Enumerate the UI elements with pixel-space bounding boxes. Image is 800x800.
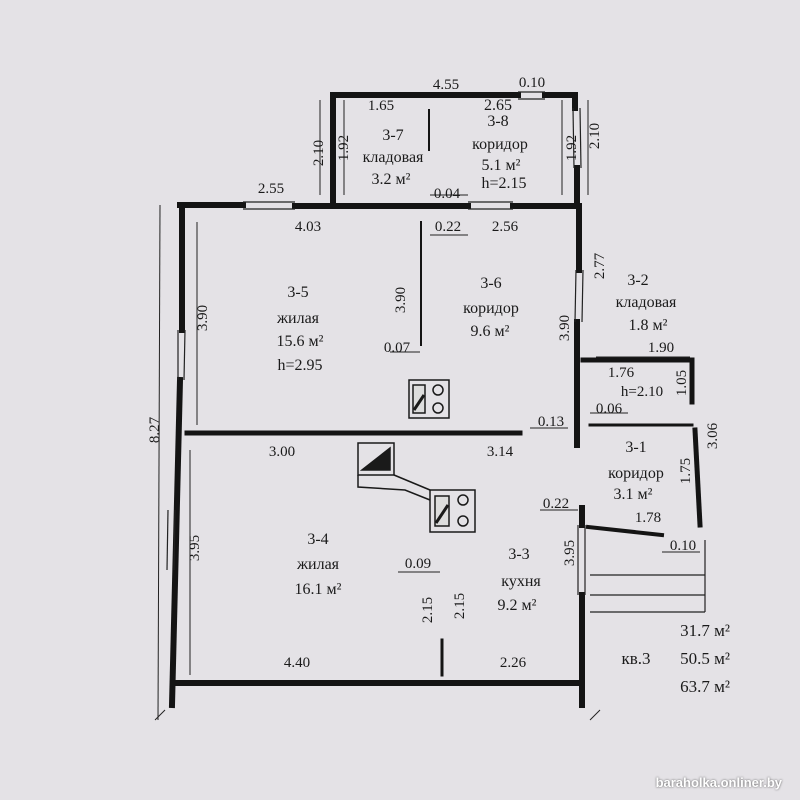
wall-31-bottom [585,524,665,538]
walls [168,92,703,709]
room-label-3-4: 3-4 [307,531,328,548]
dimension-label: 0.22 [435,219,461,235]
dimension-label: 1.05 [674,370,690,396]
room-label-3-7: 3-7 [382,127,403,144]
dimension-label: 3.90 [195,305,211,331]
area-total-living: 31.7 м² [680,621,730,640]
dimension-labels: 4.55 0.10 1.65 2.10 1.92 1.92 2.10 2.55 0.04 4.03… [147,75,721,671]
room-label-3-3: 3-3 [508,546,529,563]
dimension-label: 3.90 [393,287,409,313]
dimension-label: 2.77 [592,252,608,279]
dimension-label: 0.10 [519,75,545,91]
room-label-3-8: коридор [472,136,528,153]
dimension-label: 2.10 [587,123,603,149]
dimension-label: 0.09 [405,556,431,572]
room-label-3-8: 2.65 [484,97,512,114]
dimension-label: 8.27 [147,416,163,443]
dimension-label: 1.78 [635,510,661,526]
dimension-label: 2.56 [492,219,519,235]
dimension-label: 4.40 [284,655,310,671]
room-label-3-5: 3-5 [287,284,308,301]
dimension-label: 3.14 [487,444,514,460]
dimension-label: 2.26 [500,655,527,671]
dimension-label: 3.00 [269,444,295,460]
dimension-label: 1.76 [608,365,635,381]
room-label-3-1: коридор [608,465,664,482]
dimension-label: 3.95 [562,540,578,566]
dimension-label: 2.15 [420,597,436,623]
dimension-label: 0.13 [538,414,564,430]
room-label-3-4: жилая [296,556,340,573]
dimension-label: 3.90 [557,315,573,341]
area-total-overall: 63.7 м² [680,677,730,696]
room-label-3-7: кладовая [363,149,424,166]
room-label-3-5: 15.6 м² [277,333,324,350]
room-label-3-4: 16.1 м² [295,581,342,598]
windows [166,91,586,595]
dimension-leaders [154,100,700,721]
area-total-useful: 50.5 м² [680,649,730,668]
room-label-3-6: 9.6 м² [471,323,510,340]
dimension-label: 1.75 [678,458,694,484]
dimension-label: 0.07 [384,340,411,356]
dimension-label: 4.03 [295,219,321,235]
entrance-steps [590,540,706,613]
room-label-3-3: кухня [501,573,541,590]
dimension-label: 3.95 [187,535,203,561]
dimension-label: 3.06 [705,422,721,449]
room-label-3-8: 5.1 м² [482,157,521,174]
room-label-3-6: коридор [463,300,519,317]
dimension-label: 2.15 [452,593,468,619]
room-label-3-7: 3.2 м² [372,171,411,188]
apartment-number: кв.3 [621,649,650,668]
room-label-3-2: 3-2 [627,272,648,289]
room-label-3-1: 3.1 м² [614,486,653,503]
dimension-label: 0.10 [670,538,696,554]
dimension-label: 1.65 [368,98,394,114]
room-label-3-5: h=2.95 [277,357,322,374]
stove-icon-upper [408,379,450,419]
dimension-label: 0.04 [434,186,461,202]
room-label-3-2: 1.8 м² [629,317,668,334]
room-label-3-1: 3-1 [625,439,646,456]
room-label-3-8: h=2.15 [481,175,526,192]
dimension-label: 2.55 [258,181,284,197]
dimension-label: 4.55 [433,77,459,93]
room-label-3-3: 9.2 м² [498,597,537,614]
chimney-icon [357,442,431,501]
dimension-label: 0.22 [543,496,569,512]
dimension-label: 0.06 [596,401,623,417]
room-label-3-6: 3-6 [480,275,501,292]
dimension-label: 2.10 [311,140,327,166]
area-summary: 31.7 м² кв.3 50.5 м² 63.7 м² [621,621,729,696]
wall-31-right [692,427,703,528]
watermark: baraholka.onliner.by [655,775,782,790]
room-label-3-5: жилая [276,310,320,327]
dimension-label: h=2.10 [621,384,663,400]
stove-icon-lower [429,489,476,533]
room-label-3-2: кладовая [616,294,677,311]
dimension-label: 1.92 [336,135,352,161]
dimension-label: 1.92 [564,135,580,161]
wall-left-lower [168,376,184,709]
room-label-3-8: 3-8 [487,113,508,130]
dimension-label: 1.90 [648,340,674,356]
